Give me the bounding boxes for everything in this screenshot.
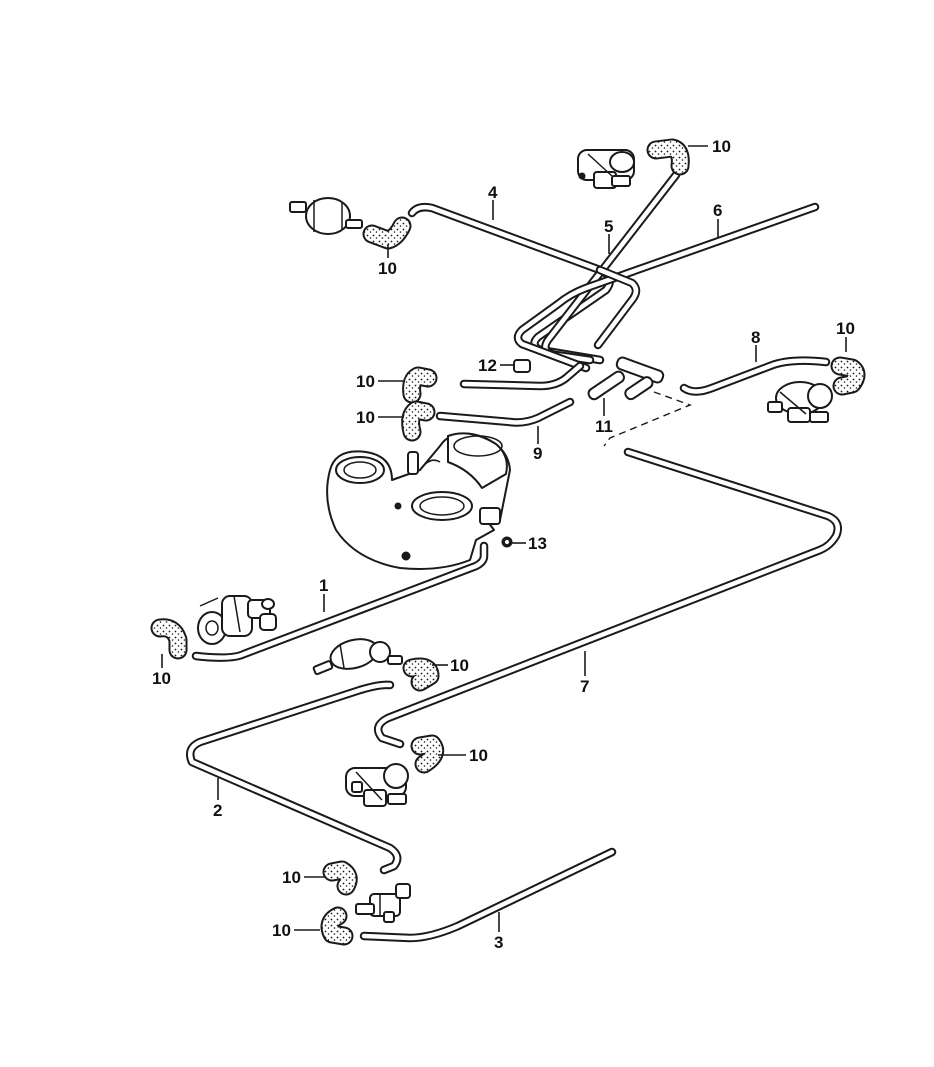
callout-5: 5 [604, 217, 613, 236]
callout-10-bottom-a: 10 [282, 868, 301, 887]
callout-1: 1 [319, 576, 328, 595]
vacuum-valve-top [577, 149, 635, 189]
hose-9 [435, 397, 575, 427]
hose-boot-10-upper-left [362, 216, 412, 250]
callout-10-bottom-b: 10 [272, 921, 291, 940]
hose-7 [373, 447, 842, 749]
hose-boot-10-bottom-a [322, 860, 358, 896]
hose-boot-10-mid-b [401, 400, 436, 442]
leader-lines [161, 145, 847, 932]
hose-boot-10-lower-center [410, 734, 445, 774]
callout-10-upper-left: 10 [378, 259, 397, 278]
grommet-13 [501, 536, 513, 548]
solenoid-valve-bottom [355, 883, 411, 923]
hose-boot-10-mid-a [402, 366, 438, 404]
hose-boot-10-top [646, 138, 690, 176]
hose-boot-10-bottom-b [320, 906, 354, 946]
hose-12-line [459, 361, 585, 391]
callout-3: 3 [494, 933, 503, 952]
vacuum-valve-right [767, 381, 833, 423]
callout-10-mid-a: 10 [356, 372, 375, 391]
callout-6: 6 [713, 201, 722, 220]
filter-canister-center [312, 638, 403, 676]
callout-12: 12 [478, 356, 497, 375]
callout-13: 13 [528, 534, 547, 553]
alignment-dash-lines [603, 391, 692, 447]
callout-2: 2 [213, 801, 222, 820]
vacuum-actuator-left [197, 595, 277, 645]
callout-7: 7 [580, 677, 589, 696]
callout-10-right: 10 [836, 319, 855, 338]
t-fitting-11 [587, 356, 665, 401]
hose-boot-10-right [830, 356, 866, 396]
callout-10-left: 10 [152, 669, 171, 688]
hose-boot-10-center [402, 657, 440, 692]
throttle-body [326, 432, 511, 570]
vacuum-valve-lower [345, 763, 409, 807]
callout-9: 9 [533, 444, 542, 463]
callout-11: 11 [595, 417, 613, 436]
hose-2 [186, 680, 402, 875]
callout-10-center: 10 [450, 656, 469, 675]
hose-3 [359, 847, 617, 943]
plug-12 [513, 359, 531, 373]
hose-1 [191, 541, 489, 662]
callout-10-mid-b: 10 [356, 408, 375, 427]
hose-4 [407, 202, 615, 365]
callout-10-lower-center: 10 [469, 746, 488, 765]
filter-canister-upper-left [289, 197, 363, 235]
hose-8 [679, 356, 831, 396]
callout-10-top: 10 [712, 137, 731, 156]
hose-6 [513, 202, 820, 373]
callout-4: 4 [488, 183, 498, 202]
hose-boot-10-left [150, 618, 188, 660]
callout-8: 8 [751, 328, 760, 347]
